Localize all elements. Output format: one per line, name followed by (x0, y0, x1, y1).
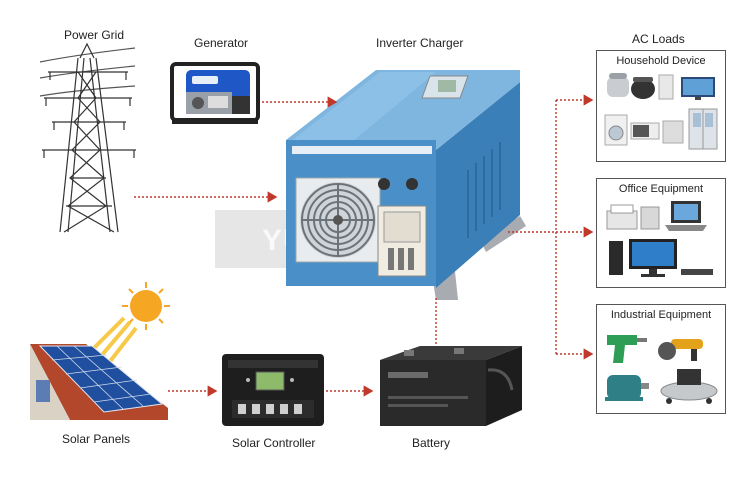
label-battery: Battery (412, 436, 451, 450)
load-box-office: Office Equipment (596, 178, 726, 288)
battery-icon (380, 346, 522, 426)
solar-controller-icon (222, 354, 324, 426)
power-grid-tower-icon (39, 42, 136, 233)
solar-panels-icon (30, 282, 170, 420)
household-devices-icon (604, 73, 718, 150)
load-title-household: Household Device (616, 55, 706, 67)
generator-icon (170, 62, 260, 124)
load-title-office: Office Equipment (618, 183, 704, 195)
industrial-equipment-icon (605, 335, 718, 404)
load-box-industrial: Industrial Equipment (596, 304, 726, 414)
office-equipment-icon (606, 201, 713, 277)
load-title-industrial: Industrial Equipment (610, 309, 712, 321)
load-box-household: Household Device (596, 50, 726, 162)
connector-lines (134, 94, 594, 397)
label-ac-loads: AC Loads (632, 32, 685, 46)
inverter-charger-icon (286, 70, 526, 300)
label-generator: Generator (194, 36, 249, 50)
label-solar-panels: Solar Panels (62, 432, 131, 446)
label-solar-controller: Solar Controller (232, 436, 316, 450)
label-power-grid: Power Grid (64, 28, 125, 42)
label-inverter-charger: Inverter Charger (376, 36, 464, 50)
